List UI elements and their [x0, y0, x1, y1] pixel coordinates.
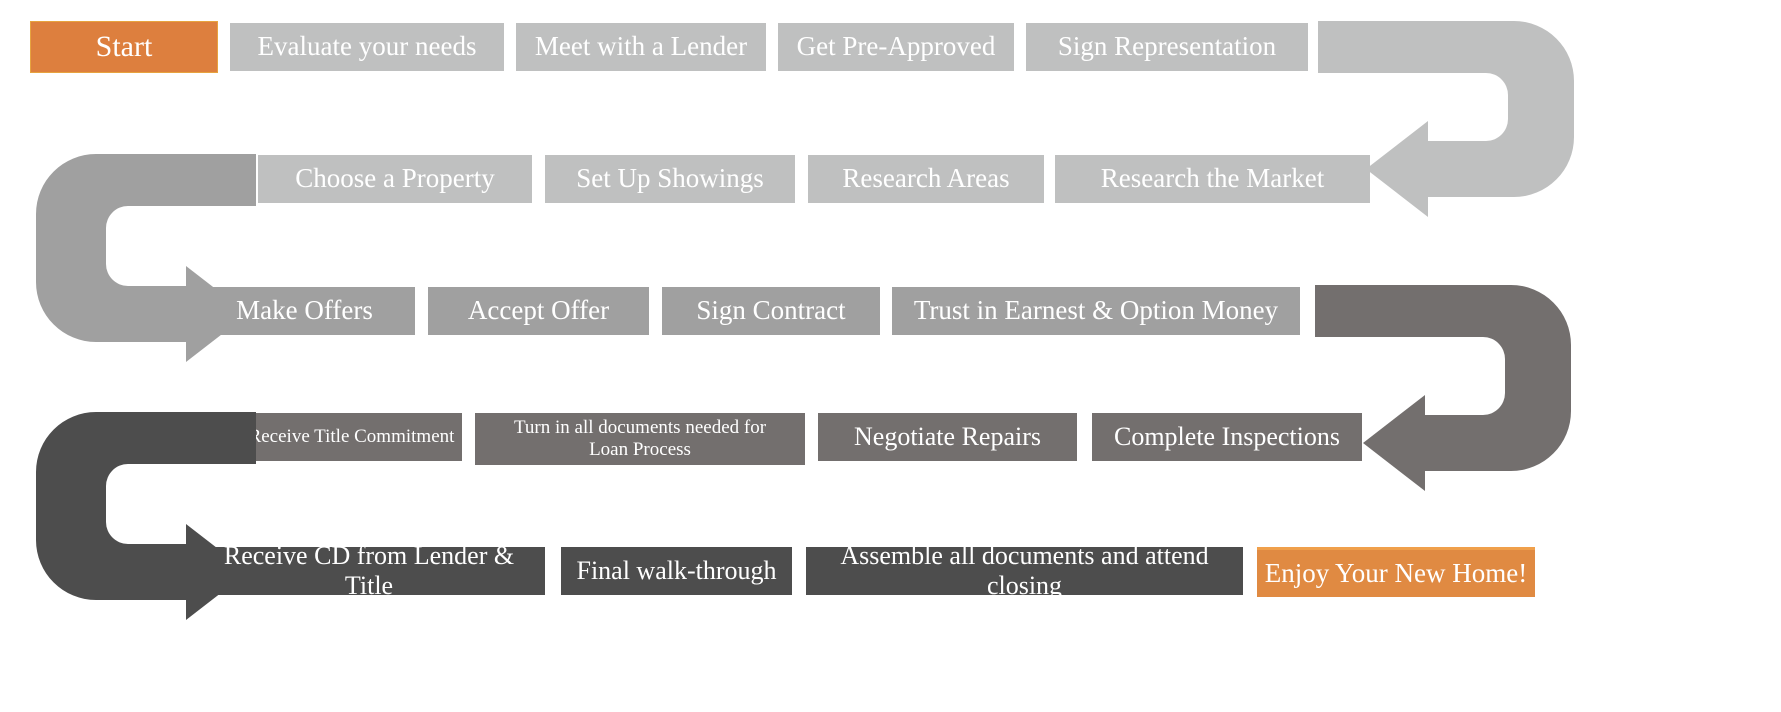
node-turn-in-all-documents[interactable]: Turn in all documents needed for Loan Pr…	[475, 413, 805, 465]
node-meet-with-a-lender[interactable]: Meet with a Lender	[516, 23, 766, 71]
node-complete-inspections[interactable]: Complete Inspections	[1092, 413, 1362, 461]
connector-row3-to-row4	[1315, 285, 1571, 491]
node-accept-offer[interactable]: Accept Offer	[428, 287, 649, 335]
node-research-the-market[interactable]: Research the Market	[1055, 155, 1370, 203]
node-evaluate-your-needs[interactable]: Evaluate your needs	[230, 23, 504, 71]
node-trust-in-earnest-and-option-money[interactable]: Trust in Earnest & Option Money	[892, 287, 1300, 335]
node-receive-cd-from-lender-and-title[interactable]: Receive CD from Lender & Title	[193, 541, 545, 600]
node-make-offers[interactable]: Make Offers	[194, 287, 415, 335]
node-receive-title-commitment[interactable]: Receive Title Commitment	[241, 413, 462, 461]
node-sign-contract[interactable]: Sign Contract	[662, 287, 880, 335]
node-choose-a-property[interactable]: Choose a Property	[258, 155, 532, 203]
connector-row1-to-row2	[1318, 21, 1574, 217]
node-set-up-showings[interactable]: Set Up Showings	[545, 155, 795, 203]
node-final-walk-through[interactable]: Final walk-through	[561, 547, 792, 595]
node-research-areas[interactable]: Research Areas	[808, 155, 1044, 203]
node-get-pre-approved[interactable]: Get Pre-Approved	[778, 23, 1014, 71]
node-negotiate-repairs[interactable]: Negotiate Repairs	[818, 413, 1077, 461]
node-sign-representation[interactable]: Sign Representation	[1026, 23, 1308, 71]
node-assemble-all-documents[interactable]: Assemble all documents and attend closin…	[806, 541, 1243, 600]
node-start[interactable]: Start	[30, 21, 218, 73]
node-enjoy-your-new-home[interactable]: Enjoy Your New Home!	[1257, 547, 1535, 597]
